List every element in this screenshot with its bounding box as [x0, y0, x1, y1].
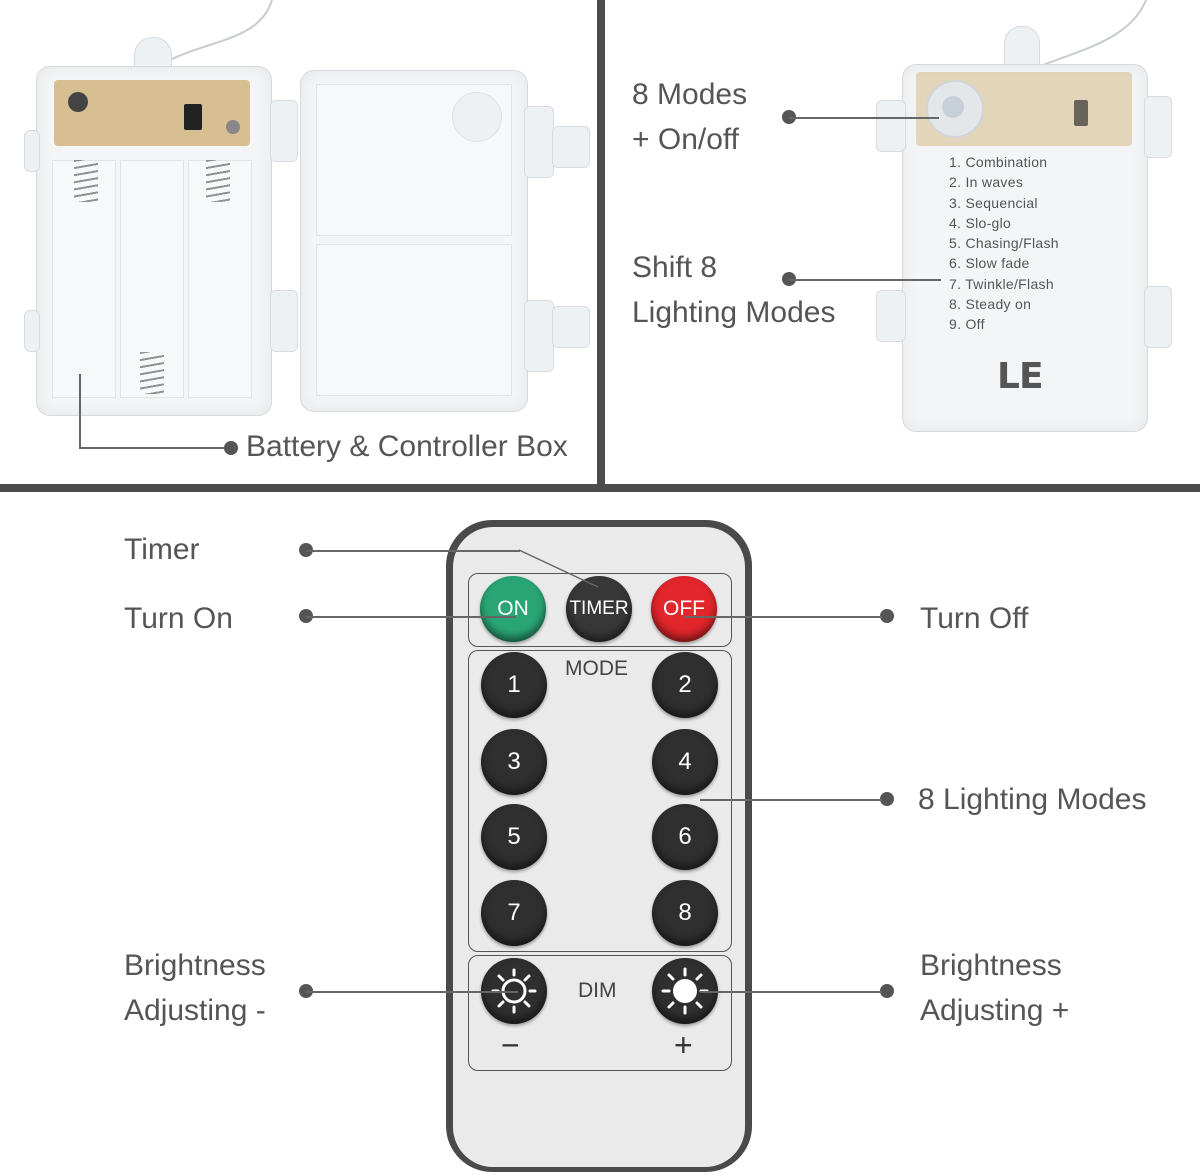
mode-panel-title: MODE — [565, 657, 628, 680]
switch-icon — [68, 92, 88, 112]
hinge-tab — [24, 130, 40, 172]
hinge-tab — [24, 310, 40, 352]
spring-icon — [206, 160, 230, 202]
dim-panel — [468, 955, 732, 1071]
callout-line — [306, 616, 516, 618]
hinge-tab — [552, 126, 590, 168]
lid-cell — [316, 244, 512, 396]
vertical-divider — [597, 0, 605, 486]
hinge-tab — [524, 300, 554, 372]
callout-line — [518, 549, 599, 588]
mode-8-button[interactable]: 8 — [652, 880, 718, 946]
callout-dot — [224, 441, 238, 455]
mode-3-button[interactable]: 3 — [481, 729, 547, 795]
mode-panel — [468, 650, 732, 952]
hinge-tab — [1144, 286, 1172, 348]
shift-callout-line1: Shift 8 — [632, 251, 718, 284]
lid-button-icon — [452, 92, 502, 142]
hinge-tab — [552, 306, 590, 348]
mode-list: 1. Combination 2. In waves 3. Sequencial… — [949, 152, 1059, 335]
on-button[interactable]: ON — [480, 576, 546, 642]
callout-line — [700, 799, 882, 801]
brand-logo: LE — [997, 356, 1044, 397]
turn-on-callout: Turn On — [124, 602, 233, 635]
mode-list-item: 2. In waves — [949, 174, 1024, 191]
horizontal-divider — [0, 484, 1200, 492]
callout-dot — [880, 792, 894, 806]
mode-list-item: 8. Steady on — [949, 296, 1032, 313]
brightness-plus-callout-line2: Adjusting + — [920, 994, 1070, 1027]
timer-button[interactable]: TIMER — [566, 576, 632, 642]
hinge-tab — [876, 290, 906, 342]
callout-line — [789, 117, 939, 119]
mode-list-item: 5. Chasing/Flash — [949, 235, 1059, 252]
spring-icon — [140, 352, 164, 394]
plus-sign: + — [674, 1027, 693, 1063]
brightness-plus-callout-line1: Brightness — [920, 949, 1062, 982]
timer-callout: Timer — [124, 533, 200, 566]
mode-7-button[interactable]: 7 — [481, 880, 547, 946]
mode-1-button[interactable]: 1 — [481, 652, 547, 718]
brightness-minus-callout-line2: Adjusting - — [124, 994, 266, 1027]
hinge-tab — [524, 106, 554, 178]
dim-panel-title: DIM — [578, 979, 617, 1002]
battery-box-label: Battery & Controller Box — [246, 430, 568, 463]
callout-dot — [880, 609, 894, 623]
screw-icon — [226, 120, 240, 134]
hinge-tab — [270, 290, 298, 352]
lighting-modes-callout: 8 Lighting Modes — [918, 783, 1147, 816]
mode-switch-center-icon — [942, 96, 964, 118]
mode-5-button[interactable]: 5 — [481, 804, 547, 870]
callout-line — [79, 447, 229, 449]
modes-callout-line1: 8 Modes — [632, 78, 748, 111]
mode-list-item: 6. Slow fade — [949, 255, 1030, 272]
wire-icon — [1029, 0, 1147, 71]
callout-line — [79, 374, 81, 448]
hinge-tab — [1144, 96, 1172, 158]
brightness-minus-callout-line1: Brightness — [124, 949, 266, 982]
hang-loop-icon — [1004, 26, 1040, 68]
hinge-tab — [270, 100, 298, 162]
callout-line — [306, 991, 518, 993]
callout-dot — [880, 984, 894, 998]
off-button[interactable]: OFF — [651, 576, 717, 642]
dim-plus-button[interactable] — [652, 958, 718, 1024]
shift-callout-line2: Lighting Modes — [632, 296, 836, 329]
sun-filled-icon — [661, 967, 709, 1015]
power-panel — [468, 573, 732, 647]
circuit-board-icon — [54, 80, 250, 146]
callout-line — [700, 991, 882, 993]
modes-callout-line2: + On/off — [632, 123, 740, 156]
minus-sign: − — [501, 1027, 520, 1063]
mode-6-button[interactable]: 6 — [652, 804, 718, 870]
mode-list-item: 1. Combination — [949, 154, 1048, 170]
mode-4-button[interactable]: 4 — [652, 729, 718, 795]
chip-icon — [184, 104, 202, 130]
mode-list-item: 7. Twinkle/Flash — [949, 275, 1054, 292]
hinge-tab — [876, 100, 906, 152]
spring-icon — [74, 160, 98, 202]
wire-icon — [169, 0, 273, 61]
mode-2-button[interactable]: 2 — [652, 652, 718, 718]
callout-line — [684, 616, 882, 618]
turn-off-callout: Turn Off — [920, 602, 1029, 635]
chip-icon — [1074, 100, 1088, 126]
mode-list-item: 3. Sequencial — [949, 194, 1038, 211]
callout-line — [789, 279, 941, 281]
callout-line — [306, 550, 520, 552]
mode-list-item: 4. Slo-glo — [949, 214, 1012, 231]
mode-list-item: 9. Off — [949, 316, 985, 333]
